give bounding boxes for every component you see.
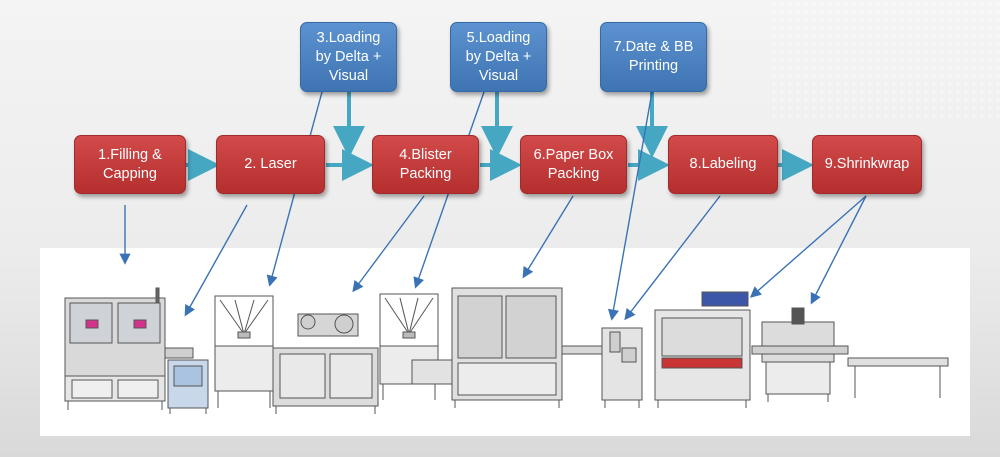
step-labeling: 8.Labeling	[668, 135, 778, 194]
blister-machine-icon	[272, 313, 379, 414]
step-filling-capping: 1.Filling & Capping	[74, 135, 186, 194]
production-line-illustration	[40, 248, 970, 436]
shrink-tunnel-icon	[751, 307, 849, 402]
world-map-dots-decoration	[770, 0, 1000, 120]
laser-unit-icon	[167, 359, 209, 414]
box-packer-icon	[451, 287, 563, 408]
step-loading-delta-visual-2: 5.Loading by Delta + Visual	[450, 22, 547, 92]
labeler-icon	[654, 291, 751, 408]
step-laser: 2. Laser	[216, 135, 325, 194]
step-blister-packing: 4.Blister Packing	[372, 135, 479, 194]
conveyor-icon	[847, 357, 949, 398]
printer-icon	[601, 327, 643, 408]
step-shrinkwrap: 9.Shrinkwrap	[812, 135, 922, 194]
step-paper-box-packing: 6.Paper Box Packing	[520, 135, 627, 194]
filling-machine-icon	[64, 287, 194, 410]
step-loading-delta-visual-1: 3.Loading by Delta + Visual	[300, 22, 397, 92]
delta-robot-1-icon	[214, 295, 274, 408]
step-date-bb-printing: 7.Date & BB Printing	[600, 22, 707, 92]
machine-line-drawing	[64, 287, 949, 414]
delta-robot-2-icon	[379, 293, 453, 400]
